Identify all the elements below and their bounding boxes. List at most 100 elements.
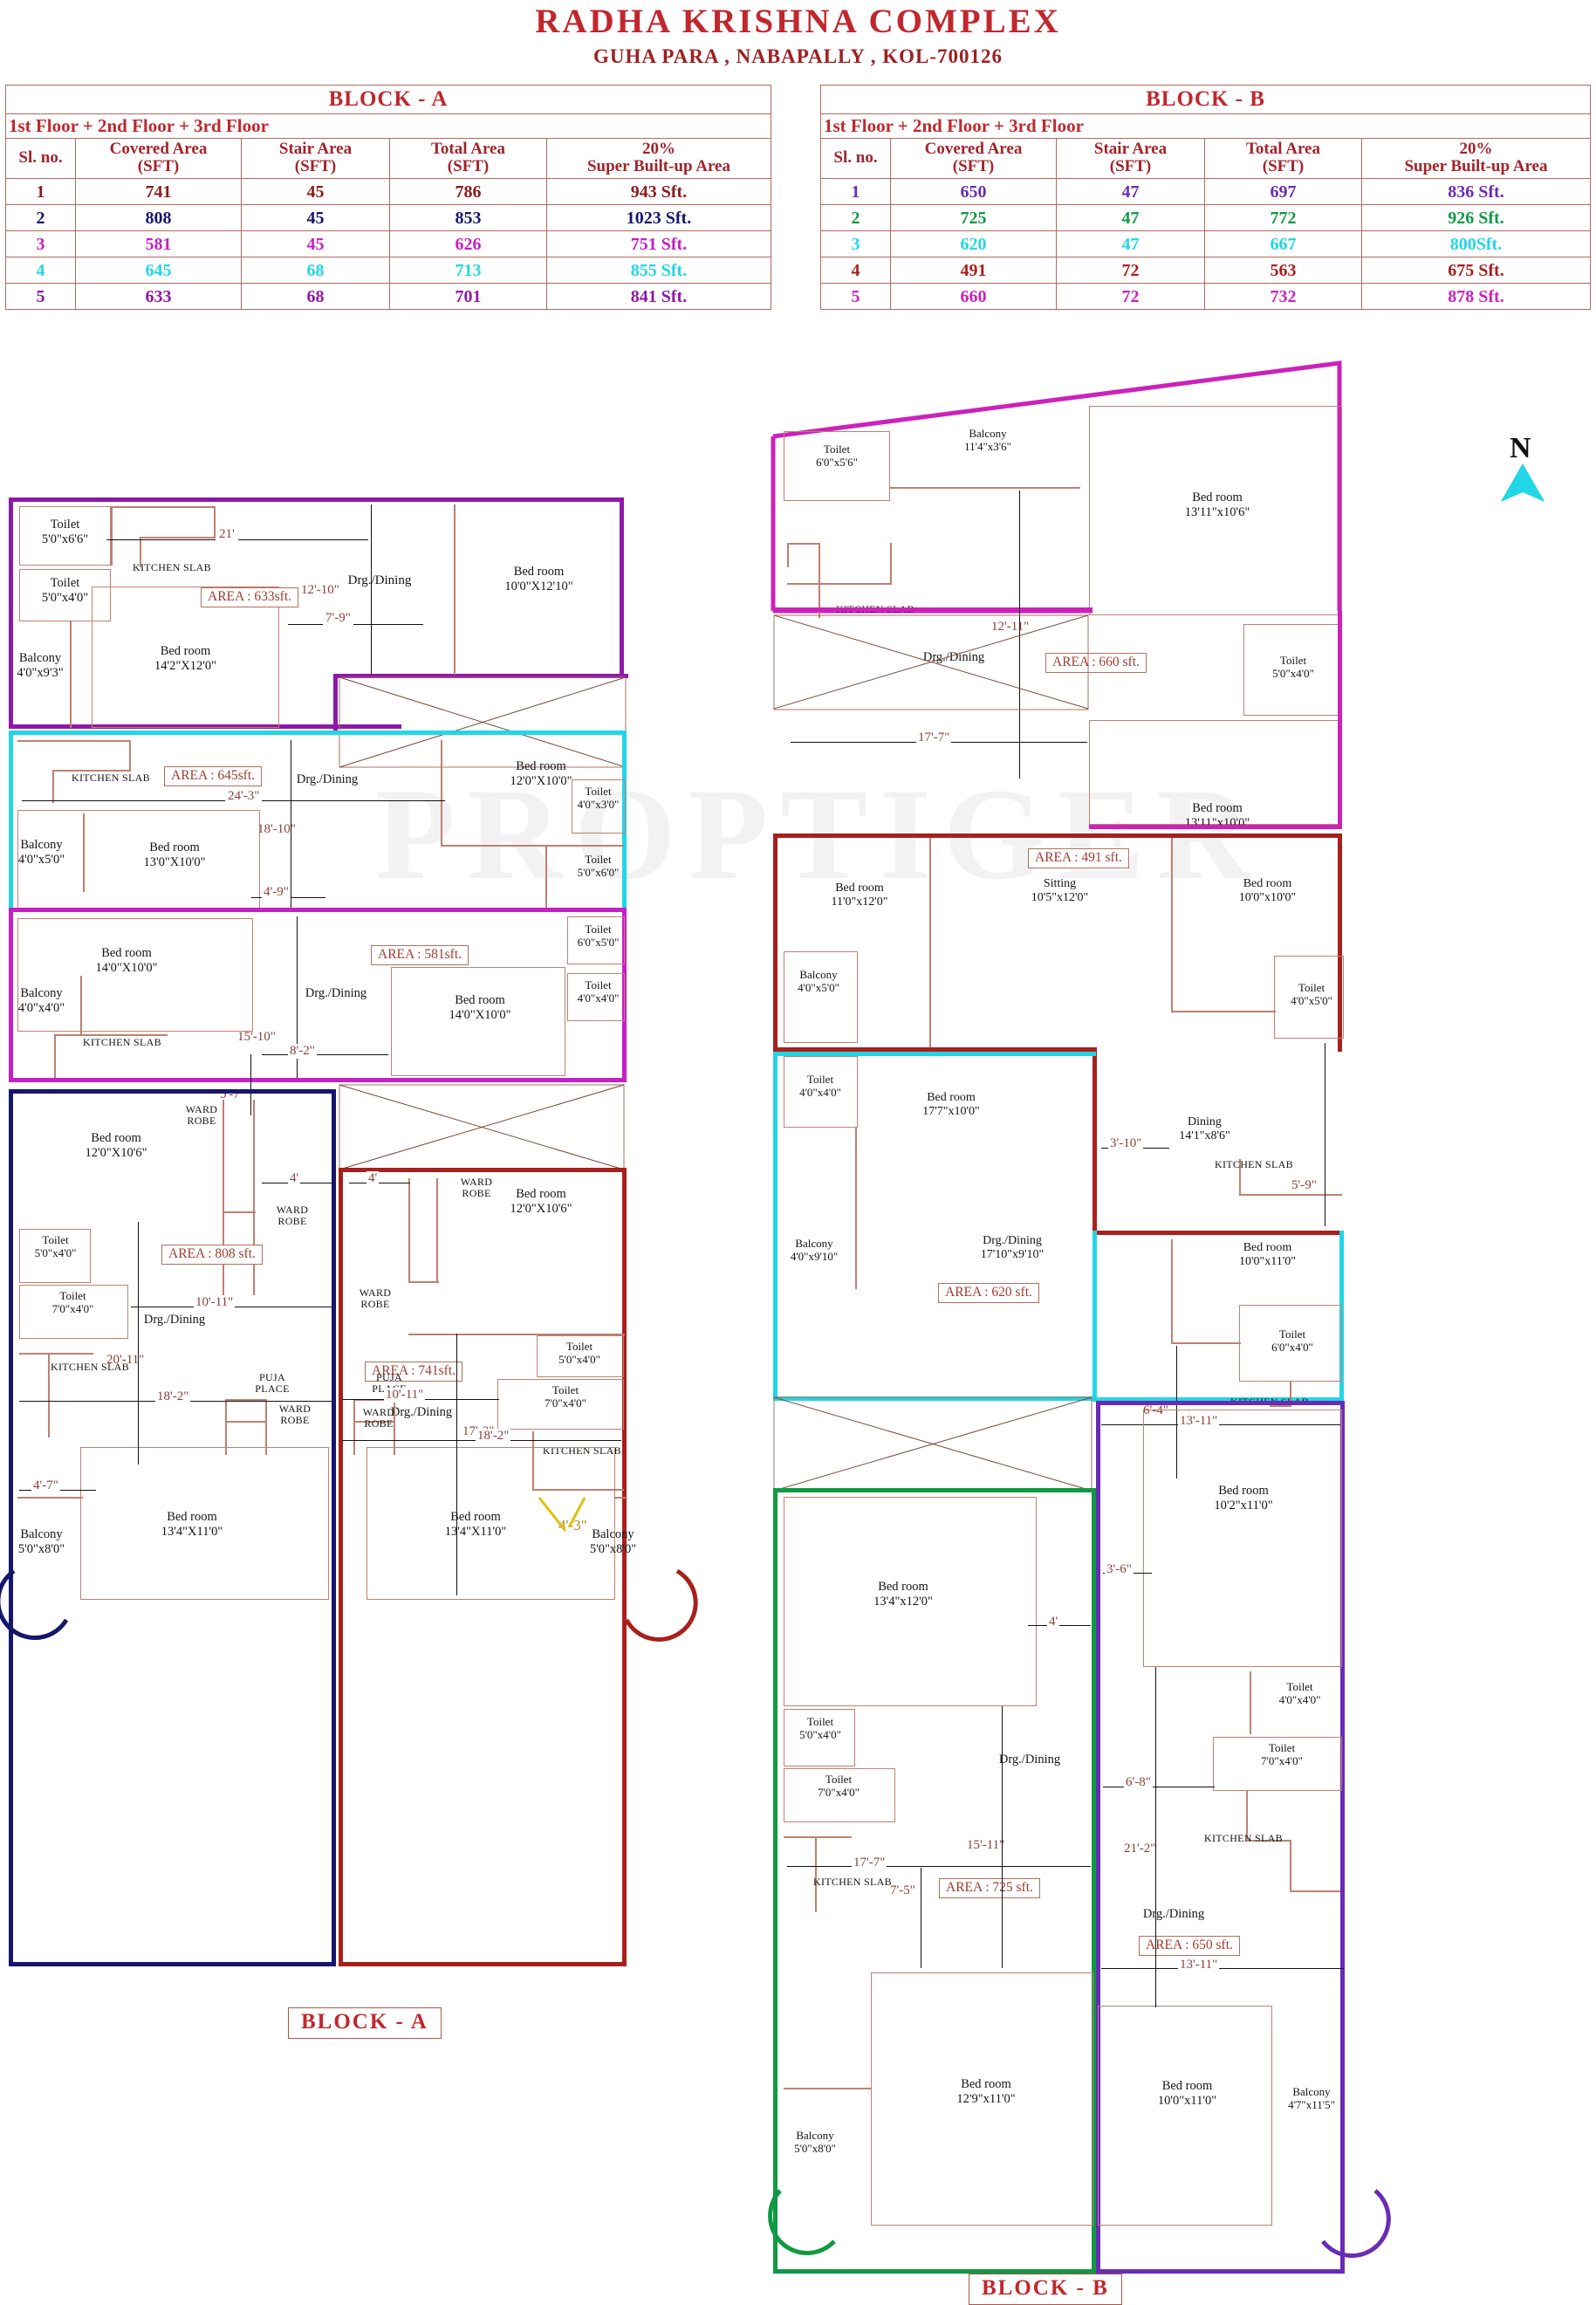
room-dims: 6'0"x4'0" bbox=[1271, 1340, 1313, 1354]
a-u2-dim-1011: 10'-11" bbox=[194, 1295, 236, 1310]
room-name: Toilet bbox=[1279, 654, 1307, 667]
room-dims: 10'2"x11'0" bbox=[1214, 1498, 1273, 1513]
b-u5-dim-1211-line bbox=[1019, 490, 1020, 779]
col-header-covered-line1: Covered Area bbox=[109, 139, 208, 158]
b-unit-5-lower-outline bbox=[1089, 611, 1342, 829]
a-toilet-wall-2 bbox=[19, 569, 111, 621]
a-u3-kitchen-slab-label: KITCHEN SLAB bbox=[83, 1037, 166, 1048]
room-dims: 4'0"x3'0" bbox=[577, 797, 620, 811]
b-u5-toilet-2-label: Toilet 5'0"x4'0" bbox=[1246, 654, 1340, 681]
a-u3-toilet-2-wall bbox=[567, 973, 625, 1021]
cell-covered: 633 bbox=[75, 283, 242, 311]
a-u4-dim-243: 24'-3" bbox=[225, 789, 263, 804]
a-u1-dim-4: 4' bbox=[366, 1171, 380, 1186]
a-u1-bedroom-1-label: Bed room 12'0"X10'6" bbox=[462, 1187, 620, 1216]
block-a-area-table: BLOCK - A 1st Floor + 2nd Floor + 3rd Fl… bbox=[5, 85, 771, 311]
a-u2-dim-47: 4'-7" bbox=[31, 1478, 60, 1493]
a-u3-bed2-wall bbox=[391, 967, 565, 1076]
b-u5-k4 bbox=[890, 543, 892, 585]
a-u4-dim-49: 4'-9" bbox=[262, 885, 291, 900]
cell-super: 943 Sft. bbox=[546, 178, 771, 206]
a-u3-k2 bbox=[54, 1034, 56, 1078]
cell-stair: 72 bbox=[1056, 257, 1205, 285]
cell-stair: 47 bbox=[1056, 178, 1205, 206]
cell-stair: 45 bbox=[241, 204, 390, 232]
a-u5-drg-dining-label: Drg./Dining bbox=[332, 573, 428, 588]
b-u3-div-h bbox=[1171, 1342, 1241, 1344]
table-row: 1 741 45 786 943 Sft. bbox=[5, 178, 771, 206]
b-u3-balcony-label: Balcony 4'0"x9'10" bbox=[771, 1237, 857, 1264]
b-u5-k5 bbox=[787, 583, 892, 585]
a-u3-dim-82-line bbox=[262, 1054, 388, 1055]
b-u1-dim-1311-line bbox=[1101, 1968, 1344, 1969]
room-name: Balcony bbox=[796, 2129, 834, 2142]
a-toilet-wall-1 bbox=[19, 506, 111, 566]
cell-covered: 645 bbox=[75, 257, 242, 285]
cell-total: 701 bbox=[389, 283, 547, 311]
room-name: Bed room bbox=[1243, 877, 1292, 890]
table-row: 2 725 47 772 926 Sft. bbox=[820, 204, 1591, 232]
room-name: Toilet bbox=[585, 978, 612, 991]
a-u1-balcony-round bbox=[624, 1568, 698, 1642]
block-a-floor-plan: Toilet 5'0"x6'6" Toilet 5'0"x4'0" Balcon… bbox=[0, 489, 698, 2252]
room-name: Balcony bbox=[799, 968, 838, 981]
b-u3-dim-310: 3'-10" bbox=[1108, 1136, 1144, 1151]
room-name: Toilet bbox=[59, 1289, 86, 1302]
area-value: AREA : 581sft. bbox=[378, 947, 462, 962]
cell-super: 1023 Sft. bbox=[546, 204, 771, 232]
block-b-table-title: BLOCK - B bbox=[820, 85, 1591, 114]
a-unit-5-wall bbox=[336, 674, 628, 678]
block-a-table-title: BLOCK - A bbox=[5, 85, 771, 114]
b-u4-div-h2 bbox=[1171, 1011, 1276, 1012]
a-u2-wardrobe-label-3: WARD ROBE bbox=[265, 1403, 325, 1425]
room-dims: 4'0"x5'0" bbox=[17, 852, 65, 867]
room-dims: 5'0"x8'0" bbox=[17, 1541, 65, 1556]
room-name: Bed room bbox=[513, 565, 565, 579]
b-u3-k2 bbox=[1270, 1405, 1291, 1407]
a-u2-dim-2011: 20'-11" bbox=[106, 1353, 145, 1367]
cell-slno: 4 bbox=[5, 257, 76, 285]
a-u2-bed2-wall bbox=[80, 1447, 329, 1600]
a-u5-toilet-1-label: Toilet 5'0"x6'6" bbox=[19, 518, 111, 546]
a-u1-wr-h1 bbox=[408, 1281, 439, 1283]
a-u4-balc-div bbox=[83, 813, 85, 892]
cell-stair: 68 bbox=[241, 283, 390, 311]
cell-slno: 5 bbox=[820, 283, 891, 311]
b-u1-k4 bbox=[1290, 1890, 1340, 1892]
room-dims: 4'0"x9'10" bbox=[790, 1249, 839, 1263]
b-u1-bedroom-2-label: Bed room 10'0"x11'0" bbox=[1106, 2079, 1268, 2108]
room-name: Toilet bbox=[1268, 1741, 1296, 1754]
a-u5-bed2-wall bbox=[454, 504, 456, 675]
b-u4-balc-wall bbox=[784, 951, 858, 1043]
b-u1-balcony-round bbox=[1321, 2189, 1391, 2258]
room-dims: 5'0"x4'0" bbox=[1272, 666, 1314, 680]
b-u1-bed1-wall bbox=[1143, 1410, 1342, 1667]
b-u3-toilet-2-label: Toilet 6'0"x4'0" bbox=[1244, 1327, 1340, 1355]
room-dims: 5'0"x4'0" bbox=[558, 1352, 600, 1366]
b-u1-k1 bbox=[1246, 1791, 1248, 1842]
a-u3-toilet-2-label: Toilet 4'0"x4'0" bbox=[557, 978, 640, 1005]
a-u2-kitchen-slab-label: KITCHEN SLAB bbox=[51, 1362, 134, 1373]
b-u1-toilet-2-wall bbox=[1213, 1737, 1342, 1791]
b-u4-div-v1 bbox=[929, 838, 931, 1047]
cell-covered: 650 bbox=[890, 178, 1057, 206]
col-header-covered-line2: (SFT) bbox=[952, 157, 995, 176]
room-name: Toilet bbox=[1278, 1327, 1306, 1341]
a-u3-dim-1510: 15'-10" bbox=[237, 1030, 276, 1044]
block-b-floors-label: 1st Floor + 2nd Floor + 3rd Floor bbox=[820, 113, 1591, 139]
a-u2-k1 bbox=[19, 1353, 93, 1355]
a-u4-toilet-1-wall bbox=[572, 779, 626, 834]
b-u4-dim-59: 5'-9" bbox=[1291, 1178, 1317, 1192]
a-u1-wardrobe-label-3: WARD ROBE bbox=[349, 1407, 408, 1429]
room-dims: 5'0"x8'0" bbox=[794, 2141, 836, 2155]
room-name: Bed room bbox=[878, 1580, 928, 1594]
col-header-total: Total Area (SFT) bbox=[1204, 137, 1362, 180]
a-u2-dim-182: 18'-2" bbox=[155, 1389, 191, 1404]
table-row: 4 491 72 563 675 Sft. bbox=[820, 257, 1591, 285]
a-u5-balcony-label: Balcony 4'0"x9'3" bbox=[5, 651, 75, 680]
cell-super: 878 Sft. bbox=[1361, 283, 1591, 311]
cell-covered: 581 bbox=[75, 230, 242, 258]
a-u2-puja-2 bbox=[225, 1399, 267, 1401]
a-u2-balc-wall bbox=[17, 1497, 83, 1499]
room-name: Balcony bbox=[20, 838, 63, 852]
